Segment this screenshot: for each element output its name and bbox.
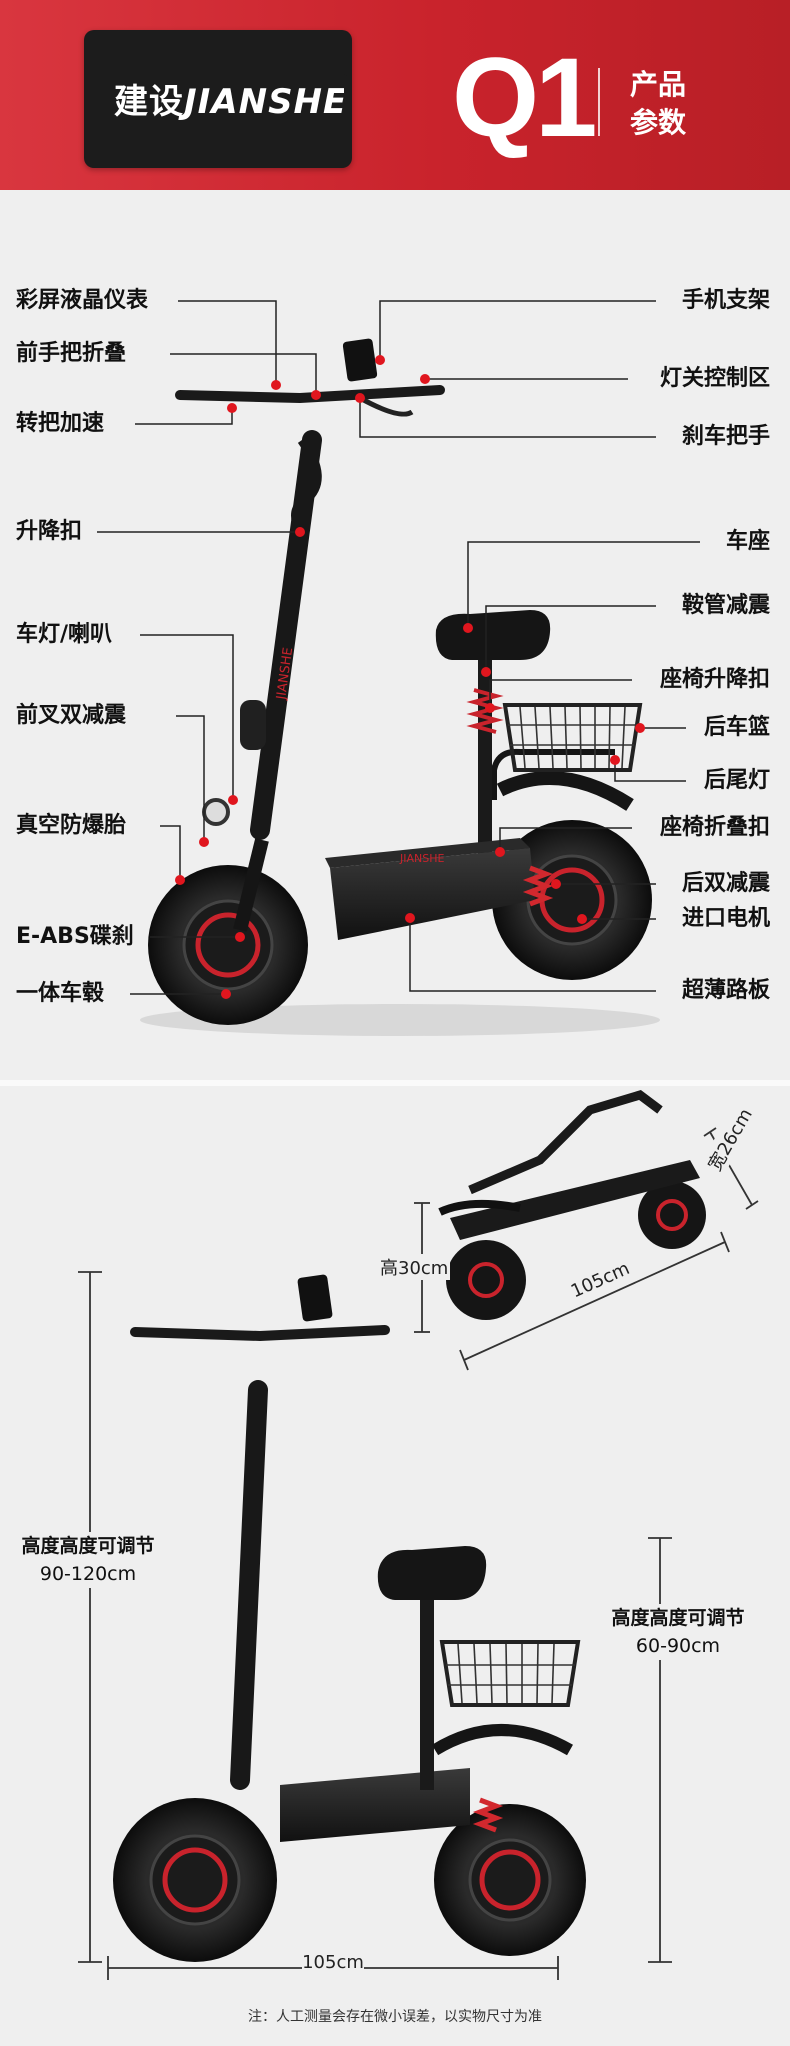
callout-throttle: 转把加速 (16, 411, 105, 436)
front-wheel (148, 865, 308, 1025)
brand-name-cn: 建设 (114, 82, 184, 122)
callout-seat-fold: 座椅折叠扣 (659, 815, 770, 840)
callout-rear-shock: 后双减震 (681, 871, 770, 896)
callout-dots (175, 355, 645, 999)
handle-height-block: 高度高度可调节 90-120cm (6, 1532, 170, 1588)
rear-basket (502, 703, 643, 772)
callout-phone-holder: 手机支架 (681, 288, 770, 313)
handle-height-label: 高度高度可调节 (21, 1535, 155, 1557)
stem-print: JIANSHE (274, 646, 296, 701)
callout-hub: 一体车毂 (16, 981, 105, 1006)
callout-deck: 超薄路板 (681, 978, 770, 1003)
callout-lines-left (97, 300, 317, 995)
callout-seat-lift: 座椅升降扣 (659, 667, 770, 692)
deck-print: JIANSHE (399, 852, 444, 865)
brand-logo-text: 建设JIANSHE (114, 74, 347, 123)
deck: JIANSHE (325, 838, 535, 940)
callout-front-shock: 前叉双减震 (16, 703, 127, 728)
header-divider (598, 68, 600, 136)
callout-lines-right (359, 300, 700, 992)
model-name: Q1 (452, 35, 597, 160)
header-banner: 建设JIANSHE Q1 产品 参数 (0, 0, 790, 190)
seat-height-block: 高度高度可调节 60-90cm (582, 1604, 774, 1660)
handle-height-range: 90-120cm (39, 1563, 137, 1585)
params-title: 产品 参数 (630, 66, 686, 142)
params-title-line1: 产品 (630, 68, 687, 101)
length-label: 105cm (302, 1952, 364, 1973)
steering-stem: JIANSHE (240, 430, 322, 840)
callout-headlight: 车灯/喇叭 (16, 622, 113, 647)
rear-shock (522, 865, 554, 907)
brand-logo: 建设JIANSHE (84, 30, 352, 168)
callout-basket: 后车篮 (703, 715, 770, 740)
params-title-line2: 参数 (630, 106, 687, 139)
seat-height-label: 高度高度可调节 (611, 1607, 745, 1629)
measurement-note: 注：人工测量会存在微小误差，以实物尺寸为准 (248, 2009, 542, 2025)
callout-light-switch: 灯关控制区 (659, 366, 770, 391)
rear-rack (491, 748, 615, 800)
callout-taillight: 后尾灯 (703, 768, 770, 793)
seat-height-range: 60-90cm (635, 1635, 721, 1657)
callout-seat: 车座 (725, 529, 770, 554)
callout-lift-clamp: 升降扣 (16, 519, 83, 544)
handlebar (175, 338, 445, 417)
callout-motor: 进口电机 (681, 906, 770, 931)
seat-assembly (435, 610, 551, 855)
folded-height-label: 高30cm (378, 1254, 451, 1280)
callout-brake-lever: 刹车把手 (681, 424, 770, 449)
callout-eabs: E-ABS碟刹 (16, 924, 134, 949)
callout-lcd: 彩屏液晶仪表 (16, 288, 149, 313)
callout-seatpost-shock: 鞍管减震 (681, 593, 770, 618)
brand-name-en: JIANSHE (184, 82, 348, 122)
callout-fold-handle: 前手把折叠 (16, 341, 127, 366)
front-fork (233, 838, 269, 932)
callout-tire: 真空防爆胎 (16, 813, 127, 838)
headlight (202, 798, 230, 826)
rear-wheel (492, 820, 652, 980)
section-separator (0, 1080, 790, 1086)
rear-fender (496, 771, 634, 811)
scooter-diagram-main: JIANSHE JIANSHE (97, 300, 700, 1036)
